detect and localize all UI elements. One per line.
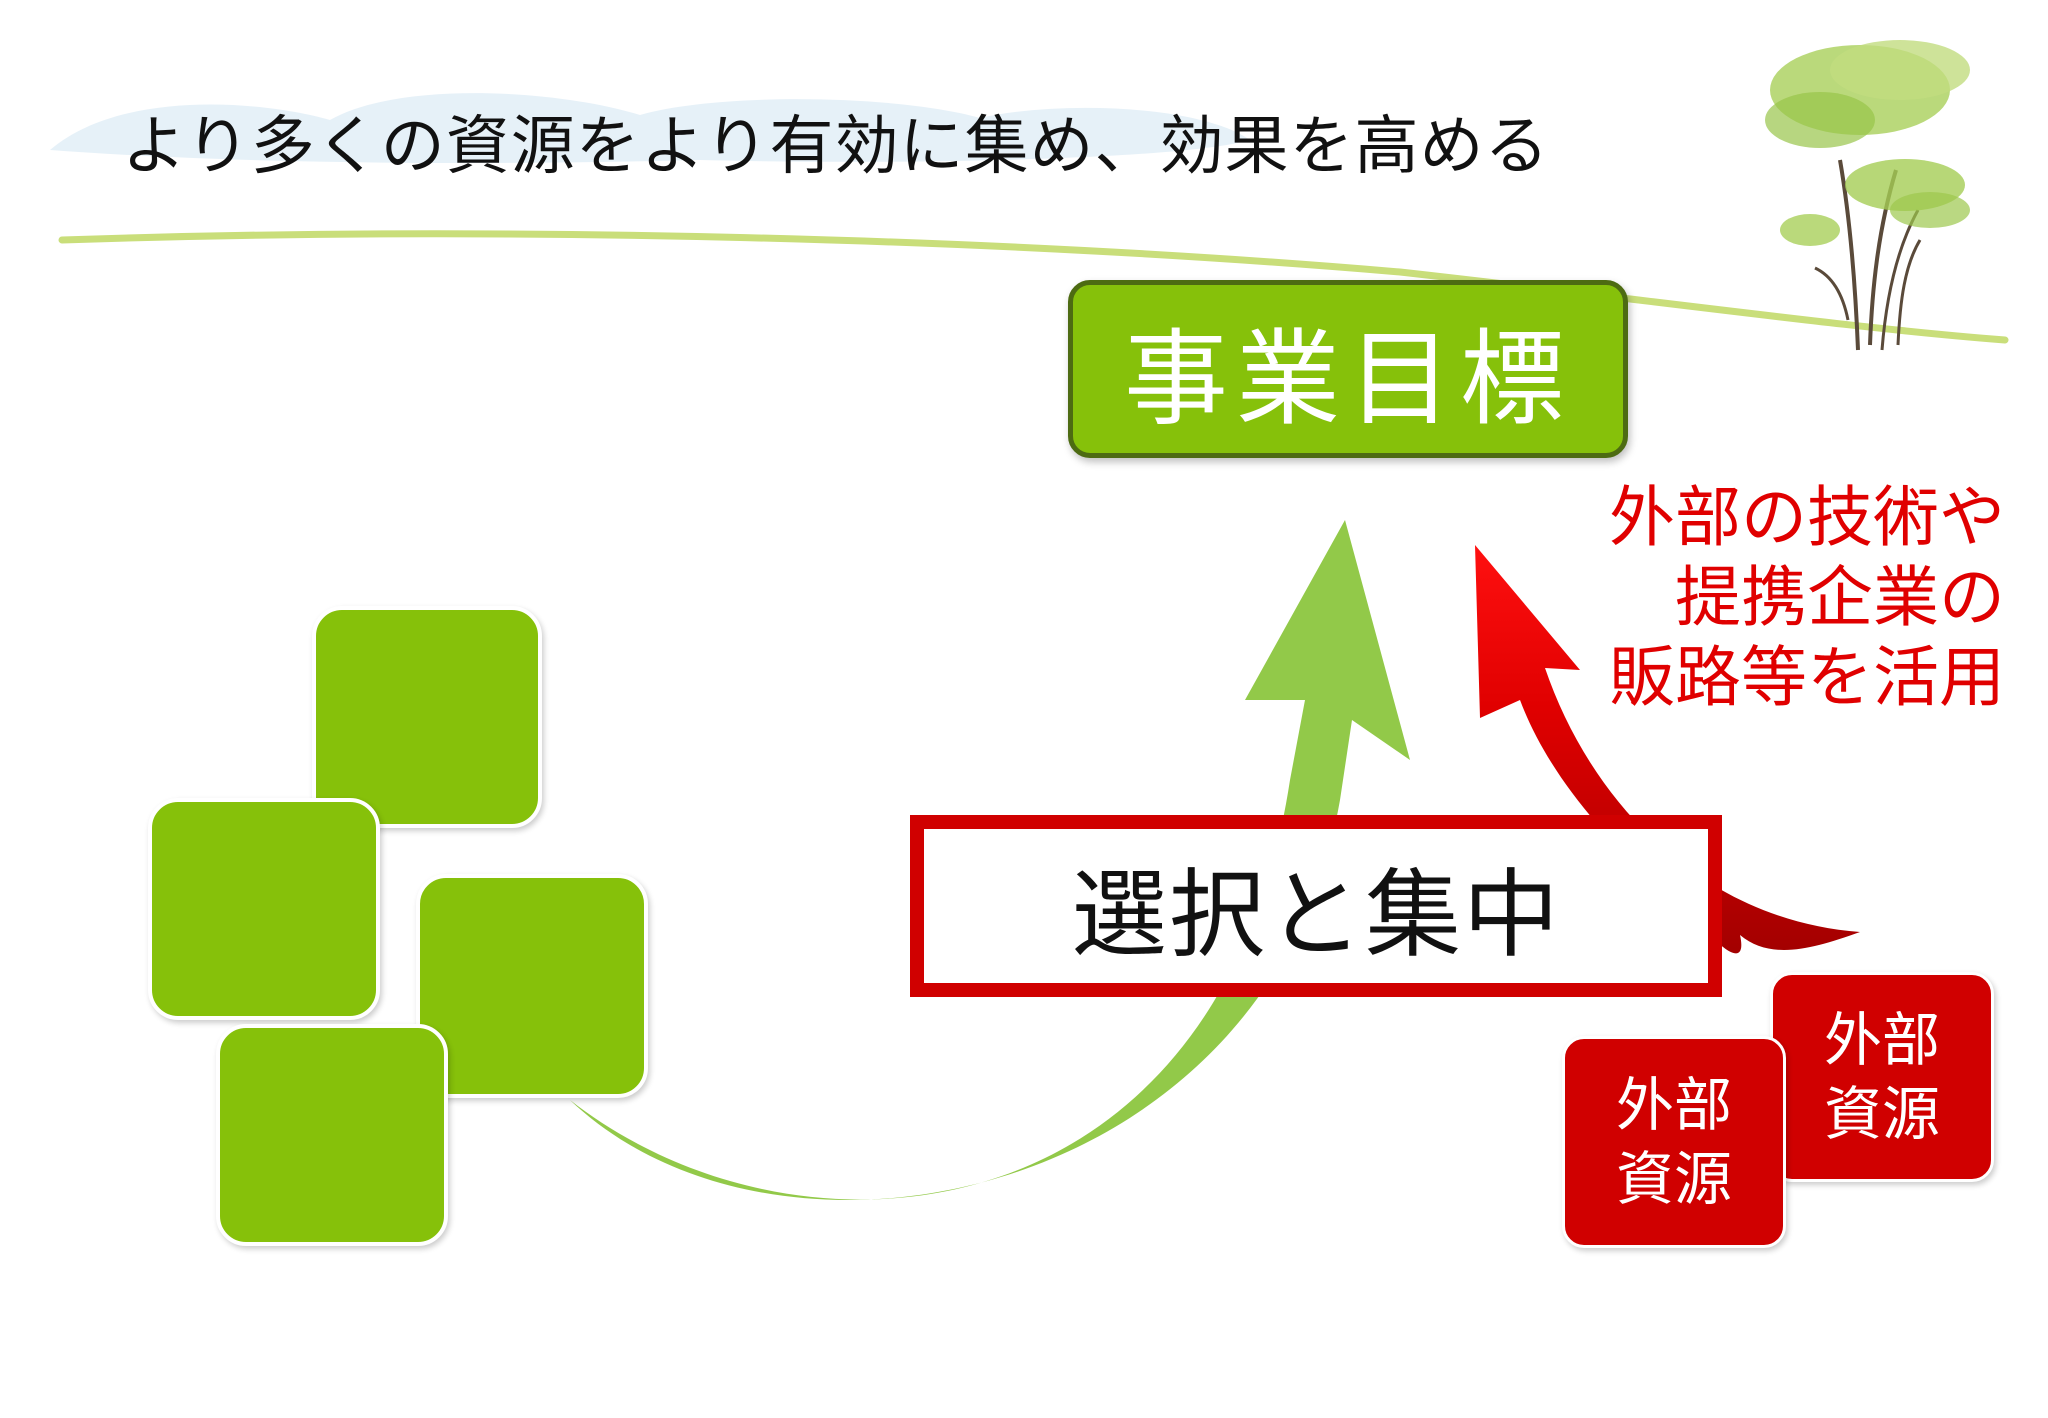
external-utilization-note: 外部の技術や 提携企業の 販路等を活用 bbox=[1535, 478, 2005, 718]
external-resource-box: 外部 資源 bbox=[1770, 972, 1994, 1182]
note-line: 販路等を活用 bbox=[1609, 639, 2005, 716]
resource-block bbox=[148, 798, 380, 1020]
note-line: 提携企業の bbox=[1675, 559, 2005, 636]
horizon-line bbox=[58, 230, 2009, 344]
external-resource-box: 外部 資源 bbox=[1562, 1036, 1786, 1248]
external-resource-line: 資源 bbox=[1615, 1145, 1732, 1213]
goal-label: 事業目標 bbox=[1123, 317, 1572, 440]
tree-illustration bbox=[1765, 40, 1970, 351]
green-curved-arrow bbox=[570, 520, 1410, 1200]
external-resource-line: 外部 bbox=[1823, 1006, 1940, 1074]
resource-block bbox=[312, 606, 542, 828]
page-title: より多くの資源をより有効に集め、効果を高める bbox=[122, 110, 1550, 184]
external-resource-line: 資源 bbox=[1823, 1080, 1940, 1148]
goal-box: 事業目標 bbox=[1068, 280, 1628, 458]
selection-label: 選択と集中 bbox=[1071, 858, 1561, 971]
external-resource-line: 外部 bbox=[1615, 1071, 1732, 1139]
resource-block bbox=[416, 874, 648, 1098]
note-line: 外部の技術や bbox=[1609, 479, 2005, 556]
selection-box: 選択と集中 bbox=[910, 815, 1722, 997]
resource-block bbox=[216, 1024, 448, 1246]
cloud-shape bbox=[50, 93, 1250, 163]
